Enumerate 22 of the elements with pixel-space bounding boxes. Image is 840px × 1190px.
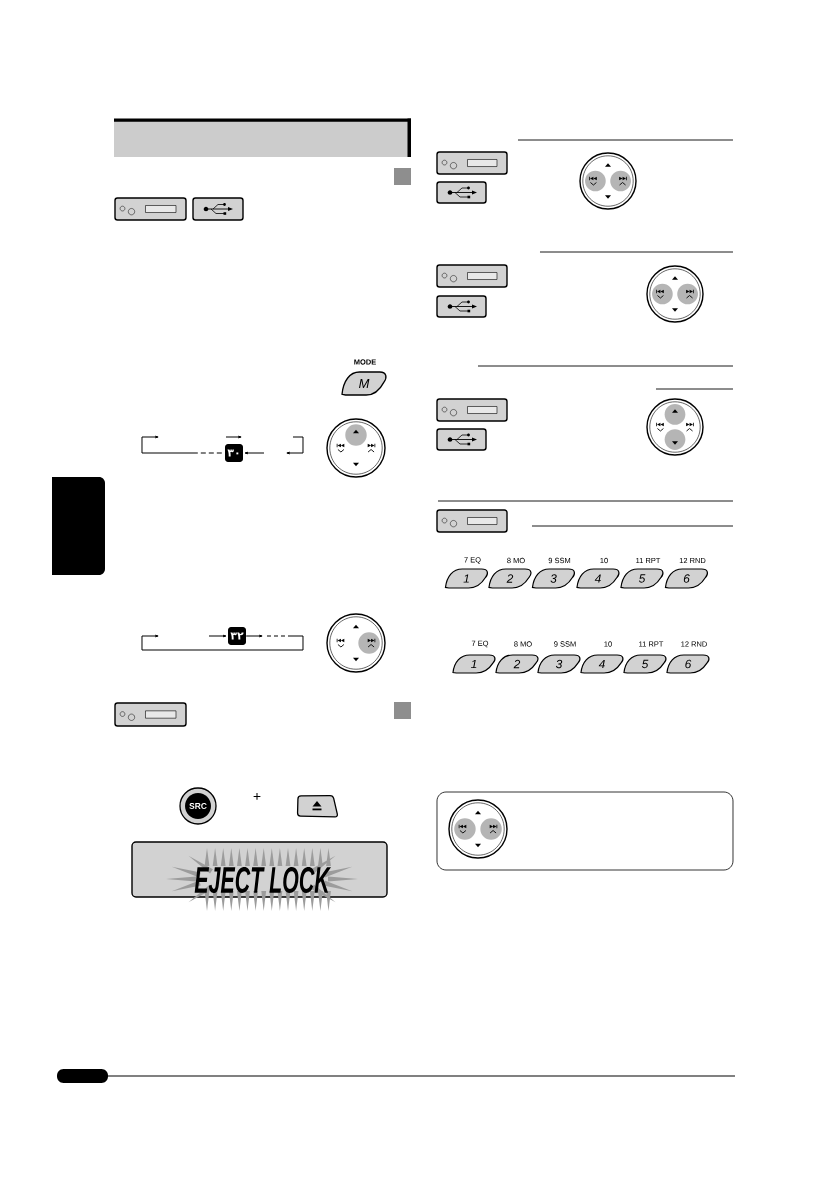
preset-button: 4 <box>576 568 620 589</box>
preset-button: 3 <box>531 568 576 589</box>
side-tab <box>52 477 105 575</box>
preset-button: 3 <box>537 654 581 674</box>
arrow <box>245 634 263 638</box>
preset-button: 5 <box>620 568 664 589</box>
preset-button: 5 <box>623 654 667 674</box>
arrow <box>244 451 265 455</box>
preset-button: 1 <box>452 654 496 674</box>
source-button: SRC <box>179 787 217 825</box>
number-badge: ٣٢ <box>228 627 246 645</box>
preset-button: 2 <box>488 568 532 589</box>
arrow <box>208 634 227 638</box>
plus-sign: + <box>253 793 261 800</box>
display-panel: EJECT LOCK <box>131 841 388 911</box>
number-badge: ٣٠ <box>225 444 243 462</box>
preset-button: 4 <box>580 654 624 674</box>
preset-button: 6 <box>664 568 709 589</box>
preset-button: 6 <box>666 654 710 674</box>
mode-button: M <box>341 371 387 396</box>
preset-button: 2 <box>495 654 539 674</box>
preset-button: 1 <box>444 568 489 589</box>
